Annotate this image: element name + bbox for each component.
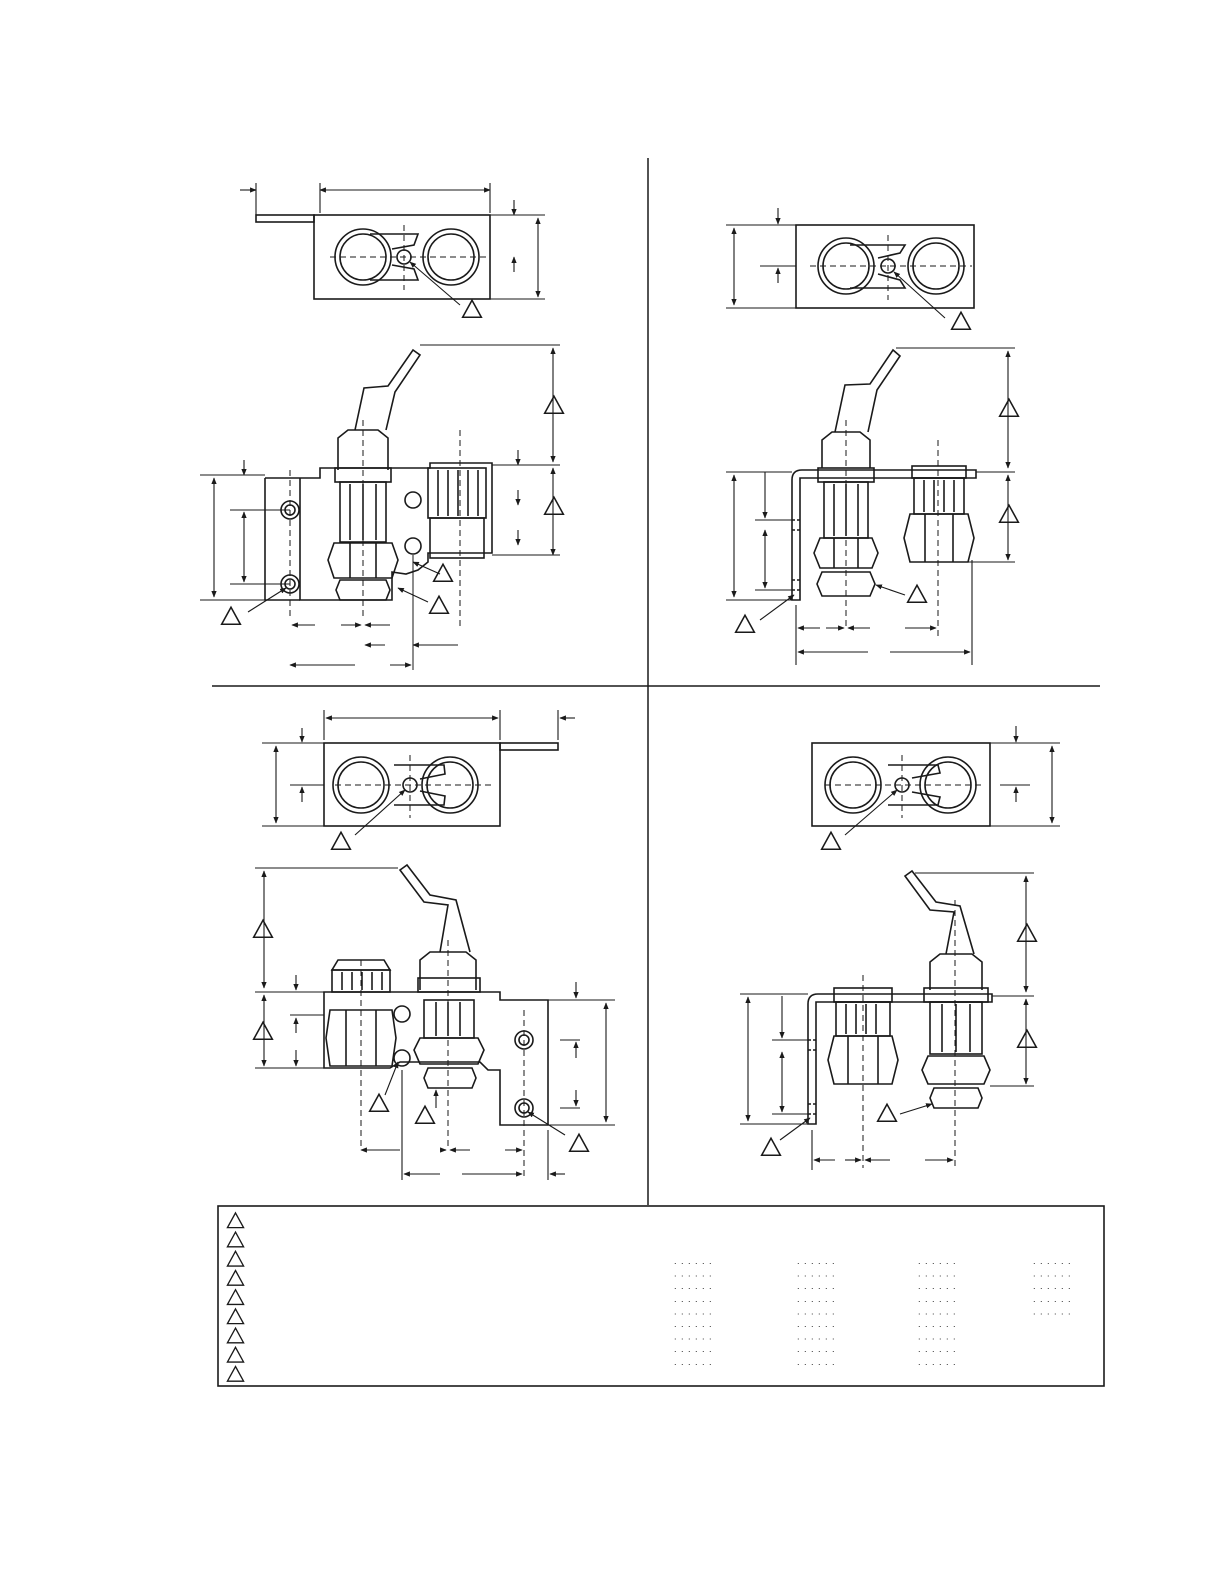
dimensions: [200, 183, 560, 670]
legend-leader-dots: . . . . . .: [918, 1319, 957, 1329]
legend-leader-dots: . . . . . .: [674, 1269, 713, 1279]
dimensions: [726, 208, 1015, 665]
legend-note-marker: [226, 1308, 245, 1325]
legend-leader-dots: . . . . . .: [918, 1256, 957, 1266]
legend-note-marker: [226, 1327, 245, 1344]
legend-leader-dots: . . . . . .: [674, 1332, 713, 1342]
legend-leader-dots: . . . . . .: [918, 1269, 957, 1279]
legend-note-marker: [226, 1346, 245, 1363]
legend-note-marker: [226, 1212, 245, 1229]
legend-frame: [217, 1205, 1105, 1387]
legend-leader-dots: . . . . . .: [918, 1332, 957, 1342]
legend-leader-dots: . . . . . .: [1033, 1294, 1072, 1304]
legend-leader-dots: . . . . . .: [674, 1357, 713, 1367]
top-view: [811, 742, 991, 827]
panel-bottom-left: [252, 710, 615, 1180]
legend-leader-dots: . . . . . .: [1033, 1306, 1072, 1316]
legend-leader-dots: . . . . . . . . . . . . . . . . . . . . . .…: [674, 1256, 1072, 1367]
legend-leader-dots: . . . . . .: [918, 1281, 957, 1291]
panel-bottom-right: [740, 726, 1060, 1170]
panel-top-right: [726, 208, 1020, 665]
legend-leader-dots: . . . . . .: [674, 1294, 713, 1304]
legend-leader-dots: . . . . . .: [918, 1357, 957, 1367]
legend-leader-dots: . . . . . .: [797, 1306, 836, 1316]
front-view: [264, 348, 493, 630]
top-view: [255, 214, 491, 300]
panel-dividers: [212, 158, 1100, 1205]
legend-leader-dots: . . . . . .: [797, 1281, 836, 1291]
legend-leader-dots: . . . . . .: [1033, 1281, 1072, 1291]
legend-leader-dots: . . . . . .: [1033, 1256, 1072, 1266]
legend-leader-dots: . . . . . .: [674, 1344, 713, 1354]
legend-leader-dots: . . . . . .: [797, 1256, 836, 1266]
legend-leader-dots: . . . . . .: [797, 1332, 836, 1342]
legend-leader-dots: . . . . . .: [797, 1269, 836, 1279]
legend-leader-dots: . . . . . .: [674, 1319, 713, 1329]
legend-leader-dots: . . . . . .: [1033, 1269, 1072, 1279]
front-view: [323, 863, 549, 1180]
legend-leader-dots: . . . . . .: [674, 1256, 713, 1266]
legend-note-marker: [226, 1269, 245, 1286]
legend-leader-dots: . . . . . .: [918, 1344, 957, 1354]
dimensions: [740, 726, 1060, 1170]
legend-leader-dots: . . . . . .: [674, 1281, 713, 1291]
legend-leader-dots: . . . . . .: [797, 1319, 836, 1329]
legend-note-marker: [226, 1289, 245, 1306]
dimensions: [255, 710, 615, 1180]
legend-leader-dots: . . . . . .: [797, 1344, 836, 1354]
legend-leader-dots: . . . . . .: [918, 1294, 957, 1304]
legend-note-markers: [226, 1212, 245, 1382]
top-view: [795, 224, 975, 309]
legend-note-marker: [226, 1231, 245, 1248]
legend-leader-dots: . . . . . .: [674, 1306, 713, 1316]
legend-leader-dots: . . . . . .: [797, 1294, 836, 1304]
front-view: [807, 869, 993, 1168]
legend-note-marker: [226, 1365, 245, 1382]
legend-note-marker: [226, 1250, 245, 1267]
legend-leader-dots: . . . . . .: [918, 1306, 957, 1316]
legend-box: . . . . . . . . . . . . . . . . . . . . . .…: [217, 1205, 1105, 1387]
front-view: [791, 348, 977, 640]
panel-top-left: [200, 183, 565, 670]
top-view: [323, 742, 559, 827]
legend-leader-dots: . . . . . .: [797, 1357, 836, 1367]
